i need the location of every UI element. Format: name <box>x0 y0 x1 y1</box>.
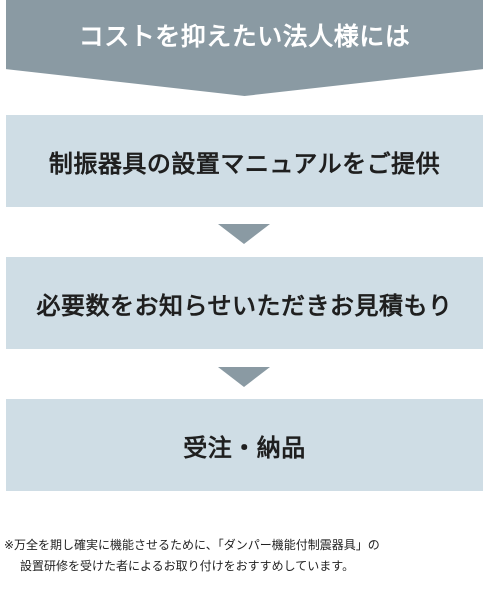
step-box-order-delivery: 受注・納品 <box>6 399 483 491</box>
footnote-line-2: 設置研修を受けた者によるお取り付けをおすすめしています。 <box>20 559 355 573</box>
header-title: コストを抑えたい法人様には <box>78 22 411 51</box>
down-arrow-icon <box>218 224 270 244</box>
down-arrow-icon <box>218 367 270 387</box>
footnote-line-1: ※万全を期し確実に機能させるために、「ダンパー機能付制震器具」の <box>4 538 380 552</box>
step-box-estimate: 必要数をお知らせいただきお見積もり <box>6 257 483 349</box>
step-box-provide-manual: 制振器具の設置マニュアルをご提供 <box>6 115 483 207</box>
footnote: ※万全を期し確実に機能させるために、「ダンパー機能付制震器具」の 設置研修を受け… <box>4 535 484 577</box>
